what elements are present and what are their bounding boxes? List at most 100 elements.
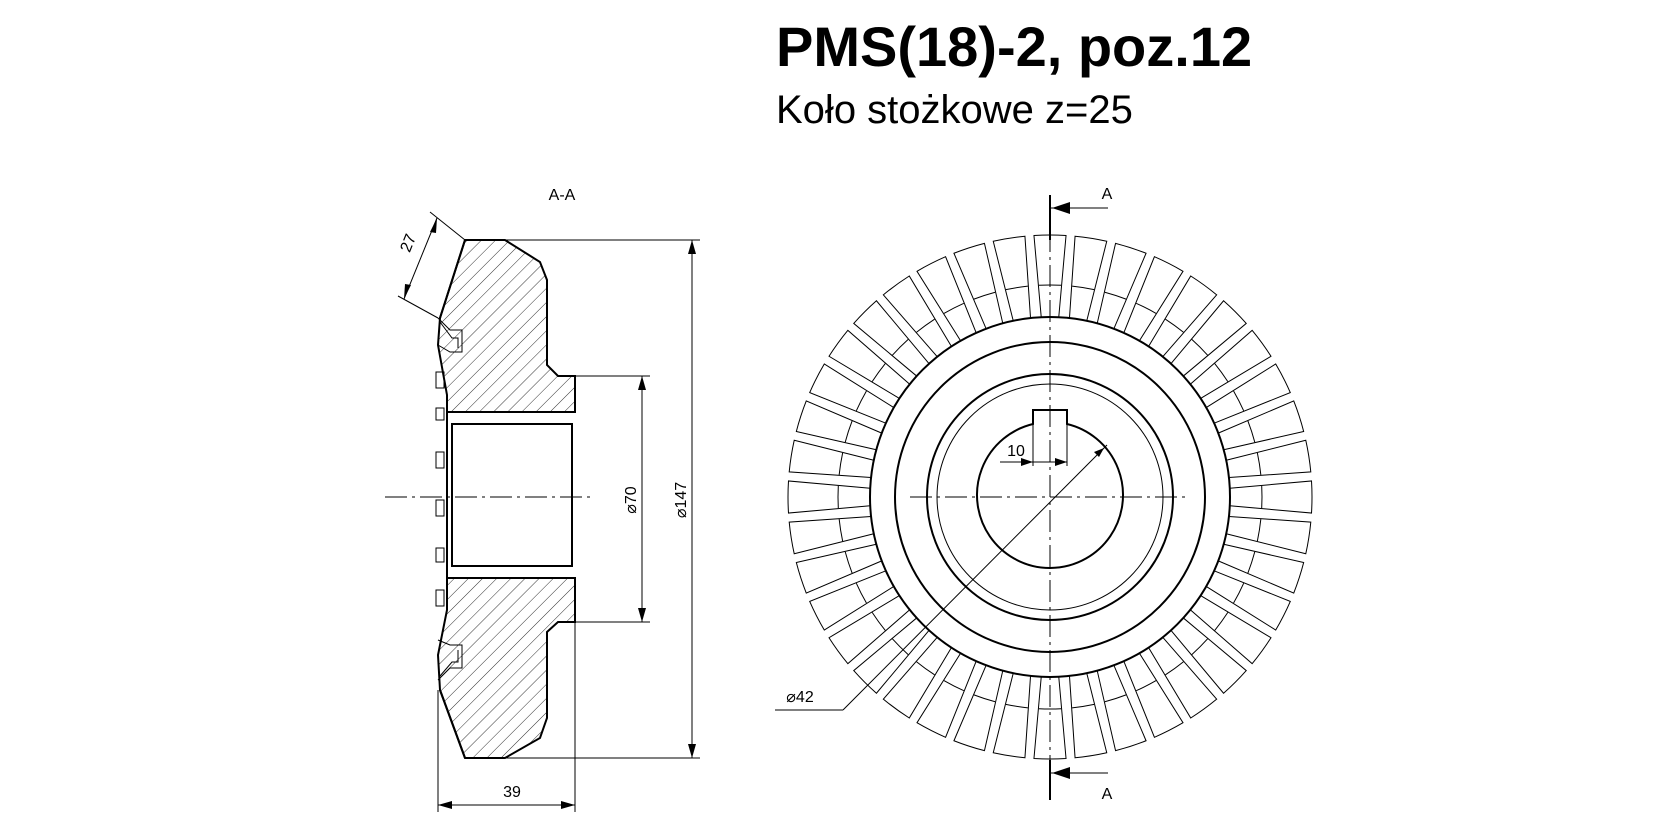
section-view: A-A 27 [385,187,700,812]
gear-tooth-mid-line [871,363,886,382]
gear-tooth-mid-line [892,638,909,655]
gear-tooth [853,300,930,377]
gear-tooth [916,652,977,738]
section-arrow-top-label: A [1102,186,1113,203]
dim-outer: ⌀147 [505,239,700,759]
gear-tooth [1170,617,1247,694]
gear-tooth-mid-line [1005,285,1028,291]
gear-tooth [1218,400,1305,451]
gear-tooth [809,570,895,631]
gear-tooth [1148,636,1218,719]
gear-tooth-mid-line [1104,291,1127,300]
gear-tooth [809,363,895,424]
gear-tooth-mid-line [1191,339,1208,356]
section-label: A-A [549,187,576,204]
gear-tooth-mid-line [1233,582,1245,604]
bore-keyway [976,409,1124,569]
dim-hub-label: ⌀42 [786,689,814,706]
drawing-subtitle: Koło stożkowe z=25 [776,88,1133,132]
section-bore [446,411,575,579]
gear-tooth-mid-line [916,318,935,333]
gear-tooth-mid-line [1005,703,1028,709]
gear-tooth [788,439,874,479]
gear-tooth-mid-line [973,694,996,703]
gear-tooth [1068,235,1108,321]
gear-tooth-mid-line [871,612,886,631]
gear-tooth-mid-line [855,390,867,412]
gear-tooth [916,256,977,342]
gear-tooth [787,480,871,514]
gear-tooth [1226,439,1312,479]
gear-tooth [1068,673,1108,759]
dim-width-label: 39 [503,784,521,801]
dim-chamfer: 27 [398,211,466,319]
section-arrow-bottom: A [1050,767,1113,803]
gear-tooth-mid-line [1072,285,1095,291]
gear-tooth-mid-line [1135,680,1157,692]
gear-tooth-mid-line [1104,694,1127,703]
gear-tooth-mid-line [973,291,996,300]
dim-bore: ⌀70 [575,375,650,623]
dim-key-label: 10 [1007,443,1025,460]
gear-tooth [795,400,882,451]
gear-tooth-mid-line [1072,703,1095,709]
gear-tooth-mid-line [1256,519,1262,542]
gear-tooth [953,665,1004,752]
gear-tooth-mid-line [838,452,844,475]
gear-tooth [1148,275,1218,358]
gear-tooth-mid-line [1191,638,1208,655]
section-teeth [435,239,466,759]
gear-tooth-mid-line [855,582,867,604]
section-upper-body [436,239,576,413]
gear-tooth-mid-line [1165,661,1184,676]
gear-tooth [1189,329,1272,399]
gear-tooth-mid-line [838,519,844,542]
gear-tooth [828,595,911,665]
dim-bore-label: ⌀70 [623,486,640,514]
gear-tooth [1170,300,1247,377]
gear-tooth [1096,242,1147,329]
gear-tooth [992,673,1032,759]
gear-tooth-mid-line [844,551,853,574]
gear-tooth-mid-line [943,680,965,692]
gear-tooth [882,636,952,719]
gear-teeth [787,234,1313,760]
dim-hub: ⌀42 [775,444,1108,711]
gear-tooth [953,242,1004,329]
section-arrow-top: A [1050,186,1113,214]
gear-tooth-mid-line [943,302,965,314]
drawing-title: PMS(18)-2, poz.12 [776,15,1253,78]
dim-width: 39 [437,622,576,812]
gear-tooth-mid-line [1214,612,1229,631]
gear-tooth [1205,570,1291,631]
front-view: A A 10 ⌀42 [775,186,1313,803]
gear-tooth-mid-line [1165,318,1184,333]
gear-tooth [1189,595,1272,665]
section-arrow-bottom-label: A [1102,786,1113,803]
dim-chamfer-label: 27 [398,232,420,255]
gear-tooth-mid-line [1247,420,1256,443]
gear-tooth [853,617,930,694]
gear-tooth-mid-line [916,661,935,676]
gear-tooth [1123,256,1184,342]
gear-tooth-mid-line [1256,452,1262,475]
gear-tooth-mid-line [1247,551,1256,574]
gear-tooth [1096,665,1147,752]
gear-tooth [882,275,952,358]
gear-tooth [788,515,874,555]
gear-tooth [1226,515,1312,555]
gear-tooth [1205,363,1291,424]
gear-tooth-mid-line [844,420,853,443]
gear-tooth [1229,480,1313,514]
gear-tooth [1123,652,1184,738]
gear-tooth [795,543,882,594]
gear-tooth-mid-line [1214,363,1229,382]
gear-tooth-mid-line [1135,302,1157,314]
gear-tooth-mid-line [1233,390,1245,412]
dim-key: 10 [1000,424,1068,466]
gear-tooth [828,329,911,399]
gear-tooth-mid-line [892,339,909,356]
gear-tooth [1218,543,1305,594]
dim-outer-label: ⌀147 [673,482,690,518]
